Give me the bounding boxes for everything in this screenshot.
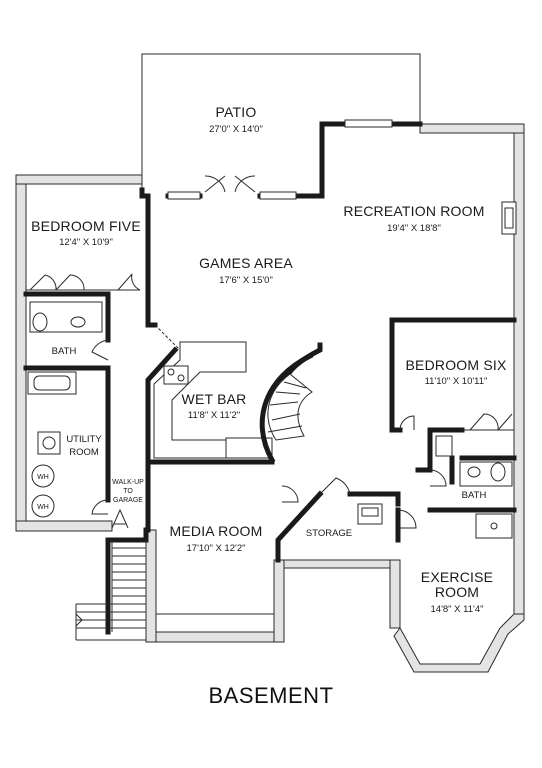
bedroom-five-name: BEDROOM FIVE [31,218,141,234]
exercise-room-name-line1: EXERCISE [421,569,493,585]
storage-name: STORAGE [306,528,352,539]
interior-walls [23,121,517,563]
room-labels: PATIO 27'0" X 14'0" RECREATION ROOM 19'4… [31,104,507,615]
utility-room-name-line2: ROOM [69,447,99,458]
walk-up-line3: GARAGE [113,497,143,504]
fireplace [501,201,517,235]
bedroom-six-name: BEDROOM SIX [406,357,507,373]
walk-up-line2: TO [123,488,133,495]
bath-left-name: BATH [52,346,77,357]
bath-right-name: BATH [462,490,487,501]
utility-fixtures [31,431,109,518]
bath-right-fixtures [397,461,513,539]
recreation-room-dims: 19'4" X 18'8" [387,223,441,234]
patio-doors [167,119,393,200]
water-heater-label: WH [37,504,49,511]
wet-bar-dims: 11'8" X 11'2" [188,410,240,421]
exercise-room-dims: 14'8" X 11'4" [431,604,484,615]
bath-left-fixtures [27,301,109,395]
bedroom-five-closet-doors [26,273,141,291]
bedroom-six-closet [399,413,514,457]
patio-name: PATIO [216,104,257,120]
floor-label: BASEMENT [208,683,333,708]
wet-bar-name: WET BAR [182,391,247,407]
bedroom-six-dims: 11'10" X 10'11" [425,376,488,387]
patio-outline [141,53,421,190]
recreation-room-name: RECREATION ROOM [343,203,484,219]
patio-dims: 27'0" X 14'0" [209,124,263,135]
games-area-dims: 17'6" X 15'0" [219,275,273,286]
wet-bar-counter [153,324,273,459]
media-room-name: MEDIA ROOM [169,523,262,539]
exercise-room-name-line2: ROOM [435,584,479,600]
utility-room-name-line1: UTILITY [66,434,102,445]
bedroom-five-dims: 12'4" X 10'9" [59,237,113,248]
walk-up-line1: WALK-UP [112,479,144,486]
media-room-dims: 17'10" X 12'2" [187,543,246,554]
walk-up-stair [75,508,149,641]
storage-fixtures [281,477,383,525]
water-heater-label: WH [37,474,49,481]
media-room-screen [155,613,275,633]
games-area-name: GAMES AREA [199,255,293,271]
spiral-stair [259,342,323,464]
